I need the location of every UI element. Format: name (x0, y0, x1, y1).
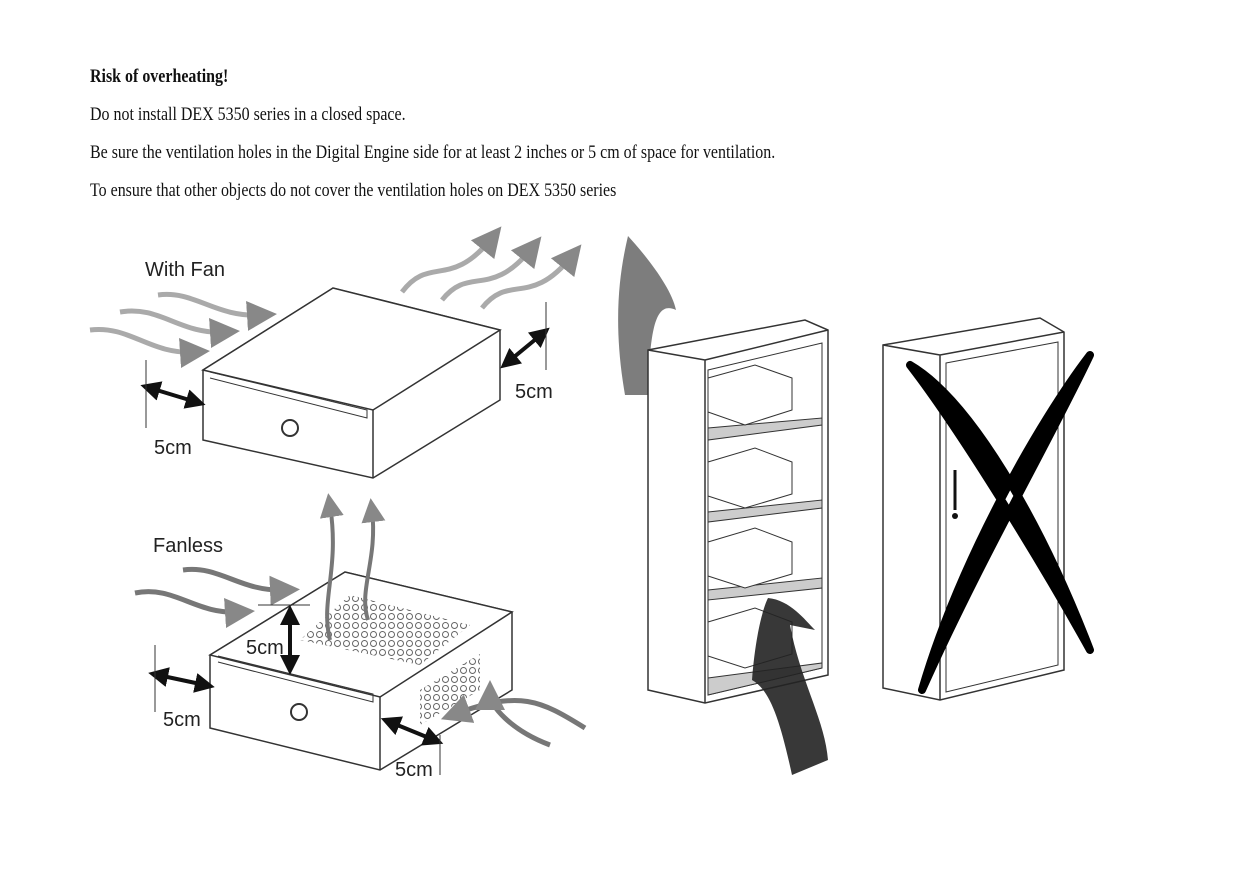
clearance-label: 5cm (154, 437, 192, 459)
fanless-label: Fanless (153, 535, 223, 557)
clearance-label: 5cm (515, 381, 553, 403)
clearance-label: 5cm (163, 709, 201, 731)
cross-mark-icon (906, 351, 1094, 694)
clearance-label: 5cm (395, 759, 433, 781)
instruction-paragraph: Do not install DEX 5350 series in a clos… (90, 104, 406, 125)
open-shelf (618, 236, 829, 775)
instruction-paragraph: To ensure that other objects do not cove… (90, 180, 617, 201)
closed-cabinet (882, 317, 1094, 701)
clearance-label: 5cm (246, 637, 284, 659)
instruction-paragraph: Be sure the ventilation holes in the Dig… (90, 142, 776, 163)
fanless-unit: Fanless 5cm 5cm 5cm (134, 493, 587, 781)
with-fan-label: With Fan (145, 259, 225, 281)
warning-heading: Risk of overheating! (90, 66, 229, 87)
with-fan-unit: With Fan 5cm 5cm (89, 226, 582, 479)
